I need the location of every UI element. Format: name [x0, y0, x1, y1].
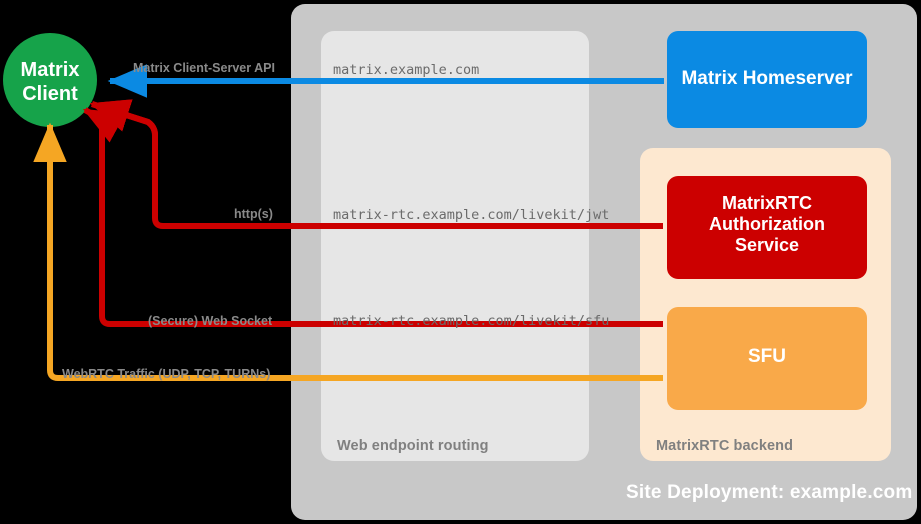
node-matrix-client[interactable] [3, 33, 97, 127]
site-deployment-caption: Site Deployment: example.com [626, 482, 913, 503]
flow-label-webrtc-traffic: WebRTC Traffic (UDP, TCP, TURNs) [62, 367, 271, 381]
node-matrix-client-label: Matrix Client [0, 58, 100, 107]
zone-caption-matrixrtc-backend: MatrixRTC backend [656, 438, 794, 454]
flow-label-https: http(s) [234, 207, 273, 221]
connection-livekit-sfu [82, 107, 663, 327]
node-sfu[interactable] [667, 307, 867, 410]
node-matrixrtc-authorization-service[interactable] [667, 176, 867, 279]
endpoint-label-matrix: matrix.example.com [333, 62, 480, 78]
zone-web-endpoint-routing [321, 31, 589, 461]
endpoint-label-livekit-sfu: matrix-rtc.example.com/livekit/sfu [333, 313, 610, 329]
connection-livekit-jwt-arrowhead [89, 99, 158, 218]
endpoint-label-livekit-jwt: matrix-rtc.example.com/livekit/jwt [333, 207, 610, 223]
flow-label-client-server-api: Matrix Client-Server API [133, 61, 275, 75]
matrix-client-label-line2: Client [22, 83, 78, 106]
flow-label-web-socket: (Secure) Web Socket [148, 314, 273, 328]
zone-caption-web-endpoint-routing: Web endpoint routing [337, 438, 489, 454]
matrix-client-label-line1: Matrix [20, 59, 80, 81]
node-matrix-homeserver[interactable] [667, 31, 867, 128]
connection-webrtc-traffic [33, 122, 663, 381]
